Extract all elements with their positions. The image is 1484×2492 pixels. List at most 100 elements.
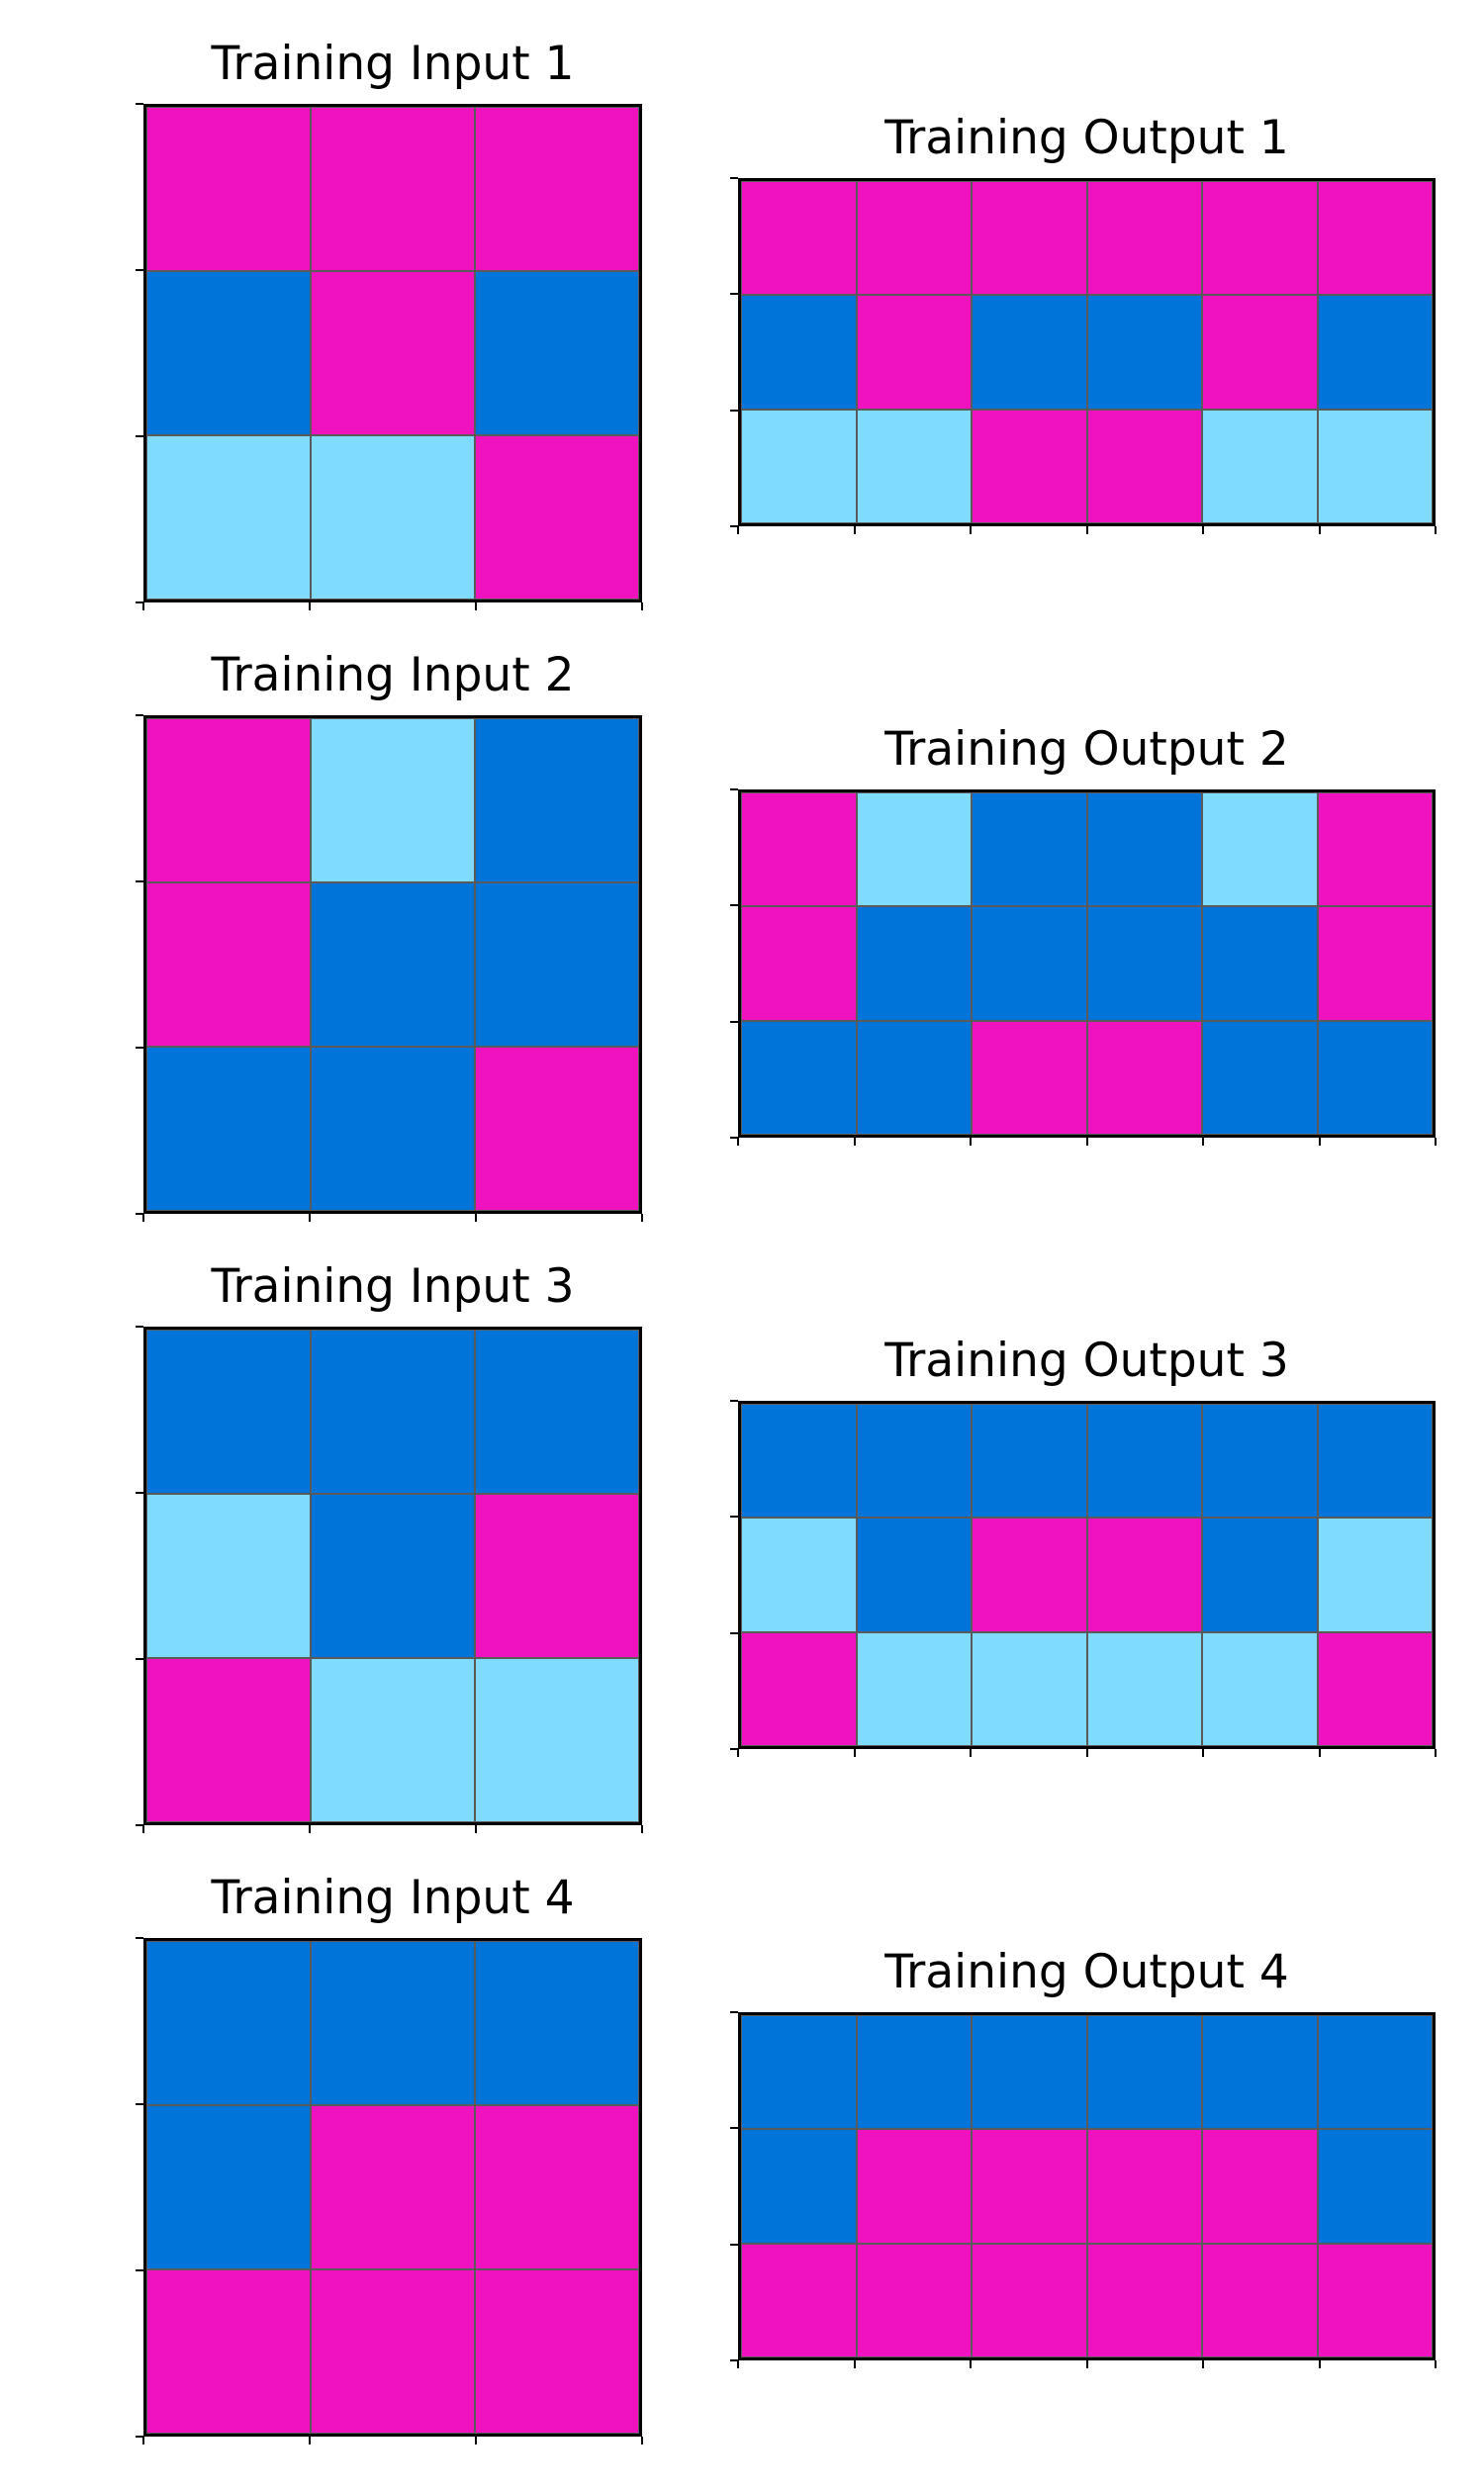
grid-cell xyxy=(1202,1631,1318,1746)
x-axis-tick xyxy=(475,2437,477,2445)
grid-cell xyxy=(856,2129,972,2244)
grid-cell xyxy=(741,295,857,410)
grid-cell xyxy=(146,2105,311,2269)
y-axis-tick xyxy=(136,880,143,882)
x-axis-tick xyxy=(142,1825,144,1833)
grid-cell xyxy=(972,2243,1087,2357)
grid-cell xyxy=(311,1494,475,1658)
x-axis-tick xyxy=(1202,2360,1204,2368)
grid-cell xyxy=(1202,1020,1318,1135)
grid-cell xyxy=(311,1047,475,1211)
grid-cell xyxy=(972,2015,1087,2130)
grid-cell xyxy=(311,882,475,1047)
output-3-grid xyxy=(738,1401,1436,1749)
output-1-grid xyxy=(738,178,1436,526)
x-axis-tick xyxy=(970,526,972,534)
x-axis-tick xyxy=(142,1214,144,1222)
x-axis-tick xyxy=(1319,2360,1321,2368)
grid-cell xyxy=(311,2269,475,2434)
grid-cell xyxy=(475,435,639,600)
grid-cell xyxy=(475,1941,639,2105)
x-axis-tick xyxy=(970,1138,972,1146)
grid-cell xyxy=(741,792,857,907)
grid-cell xyxy=(1317,2243,1433,2357)
grid-cell xyxy=(856,2243,972,2357)
grid-cell xyxy=(1317,1631,1433,1746)
grid-cell xyxy=(1086,409,1202,523)
grid-cell xyxy=(972,1631,1087,1746)
input-2-title: Training Input 2 xyxy=(211,648,575,702)
grid-cell xyxy=(311,271,475,435)
grid-cell xyxy=(146,882,311,1047)
grid-cell xyxy=(1202,2129,1318,2244)
grid-cell xyxy=(1202,1404,1318,1519)
x-axis-tick xyxy=(142,602,144,610)
grid-cell xyxy=(311,1941,475,2105)
x-axis-tick xyxy=(309,602,311,610)
grid-cell xyxy=(1317,295,1433,410)
y-axis-tick xyxy=(136,714,143,716)
grid-cell xyxy=(741,1631,857,1746)
x-axis-tick xyxy=(854,2360,856,2368)
x-axis-tick xyxy=(641,1825,643,1833)
grid-cell xyxy=(475,718,639,882)
input-3-title: Training Input 3 xyxy=(211,1259,575,1314)
grid-cell xyxy=(1086,2243,1202,2357)
y-axis-tick xyxy=(730,904,738,906)
input-4-grid xyxy=(143,1938,642,2437)
grid-cell xyxy=(856,1404,972,1519)
y-axis-tick xyxy=(136,269,143,271)
y-axis-tick xyxy=(136,435,143,437)
x-axis-tick xyxy=(1086,1138,1088,1146)
x-axis-tick xyxy=(475,1825,477,1833)
grid-cell xyxy=(146,2269,311,2434)
x-axis-tick xyxy=(1202,1749,1204,1757)
grid-cell xyxy=(1317,2129,1433,2244)
y-axis-tick xyxy=(136,1824,143,1826)
y-axis-tick xyxy=(730,1137,738,1139)
grid-cell xyxy=(972,295,1087,410)
grid-cell xyxy=(1086,295,1202,410)
y-axis-tick xyxy=(730,525,738,527)
x-axis-tick xyxy=(1435,1749,1437,1757)
grid-cell xyxy=(146,718,311,882)
grid-cell xyxy=(1202,906,1318,1021)
grid-cell xyxy=(475,1658,639,1822)
x-axis-tick xyxy=(737,526,739,534)
output-4-grid xyxy=(738,2012,1436,2360)
x-axis-tick xyxy=(142,2437,144,2445)
output-3-title: Training Output 3 xyxy=(884,1334,1289,1388)
x-axis-tick xyxy=(475,1214,477,1222)
x-axis-tick xyxy=(1319,1138,1321,1146)
x-axis-tick xyxy=(475,602,477,610)
grid-cell xyxy=(856,181,972,296)
y-axis-tick xyxy=(136,2436,143,2438)
x-axis-tick xyxy=(737,2360,739,2368)
x-axis-tick xyxy=(970,2360,972,2368)
grid-cell xyxy=(856,295,972,410)
grid-cell xyxy=(856,1020,972,1135)
grid-cell xyxy=(475,271,639,435)
grid-cell xyxy=(1317,1404,1433,1519)
grid-cell xyxy=(856,1631,972,1746)
y-axis-tick xyxy=(730,1516,738,1518)
grid-cell xyxy=(972,792,1087,907)
x-axis-tick xyxy=(737,1749,739,1757)
grid-cell xyxy=(856,906,972,1021)
grid-cell xyxy=(146,1494,311,1658)
grid-cell xyxy=(311,107,475,271)
grid-cell xyxy=(741,1020,857,1135)
grid-cell xyxy=(1086,1020,1202,1135)
grid-cell xyxy=(146,1047,311,1211)
grid-cell xyxy=(1202,181,1318,296)
grid-cell xyxy=(972,181,1087,296)
x-axis-tick xyxy=(1319,526,1321,534)
grid-cell xyxy=(1086,1404,1202,1519)
grid-cell xyxy=(1086,1631,1202,1746)
y-axis-tick xyxy=(730,293,738,295)
x-axis-tick xyxy=(737,1138,739,1146)
grid-cell xyxy=(741,2015,857,2130)
grid-cell xyxy=(1086,2015,1202,2130)
grid-cell xyxy=(1317,181,1433,296)
grid-cell xyxy=(741,1518,857,1632)
